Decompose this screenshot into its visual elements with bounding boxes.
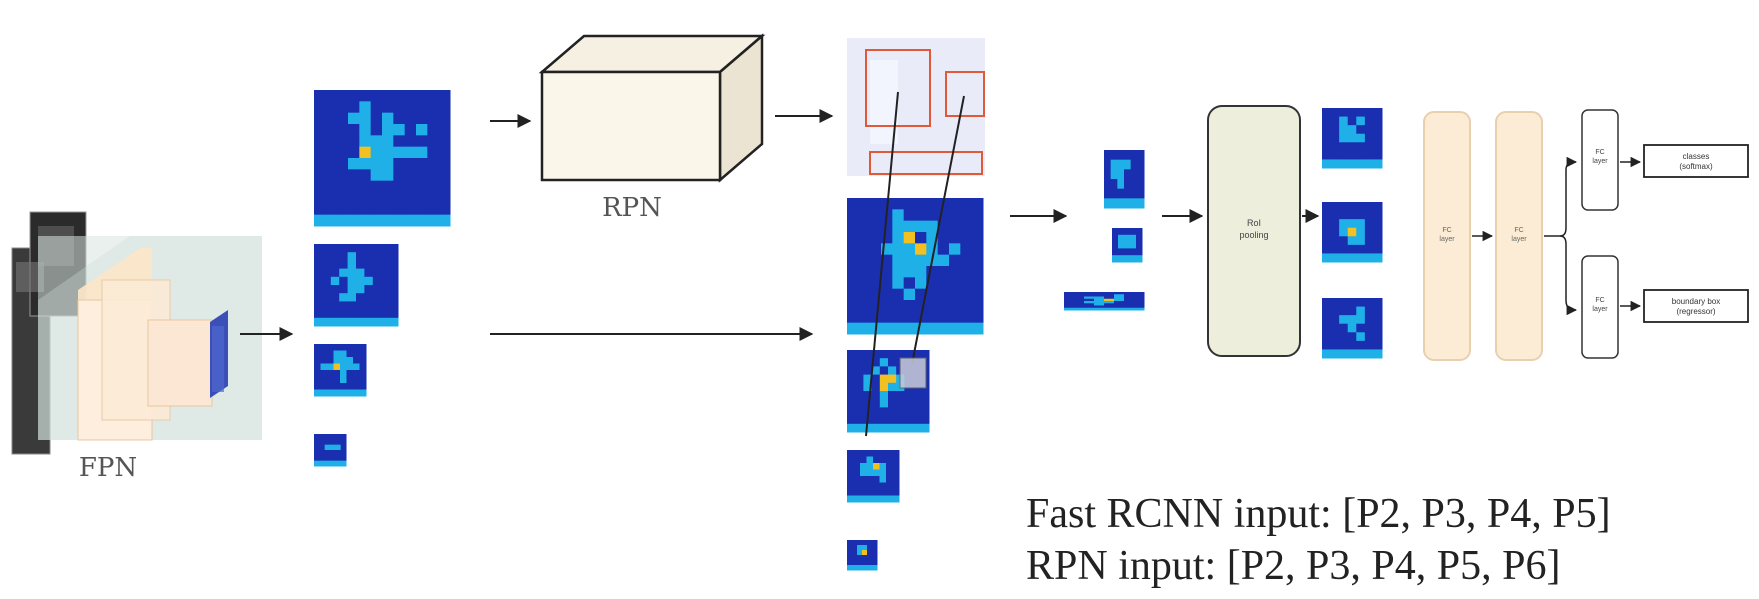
- fc-layer-bbox: [1581, 255, 1619, 359]
- pyramid-level-p5: [314, 434, 347, 467]
- bbox-output: [1643, 289, 1749, 323]
- rpn-input-text: RPN input: [P2, P3, P4, P5, P6]: [1026, 543, 1561, 589]
- roi-pooling-label-1: RoI: [1247, 218, 1261, 228]
- svg-text:boundary box: boundary box: [1672, 297, 1720, 306]
- svg-text:classes: classes: [1683, 152, 1710, 161]
- pooled-feature-3: [1322, 298, 1383, 359]
- roi-pooling-block: [1207, 105, 1301, 357]
- fc-layer-1: [1423, 111, 1471, 361]
- svg-text:FC: FC: [1442, 227, 1451, 234]
- roi-crop-1: [1104, 150, 1145, 209]
- svg-text:layer: layer: [1592, 306, 1608, 313]
- fpn-block-3: [147, 319, 213, 407]
- roi-crop-3: [1064, 292, 1145, 311]
- pyramid-level-p4: [314, 344, 367, 397]
- fpn-label: FPN: [79, 453, 137, 483]
- cropped-rois: [1064, 150, 1145, 311]
- feature-pyramid-left: [314, 90, 451, 467]
- proposal-box-3: [869, 151, 983, 175]
- roi-crop-2: [1112, 228, 1143, 263]
- rpn-label: RPN: [602, 193, 662, 223]
- proposal-box-1: [865, 49, 931, 127]
- pyramid-level-p3: [314, 244, 399, 327]
- pooled-feature-1: [1322, 108, 1383, 169]
- fc-layer-2: [1495, 111, 1543, 361]
- fpn-backbone: FPN: [11, 211, 262, 483]
- region-proposals: [847, 38, 985, 176]
- projection-line-2: [911, 95, 965, 365]
- pyramid-right-p5: [847, 540, 878, 571]
- svg-text:layer: layer: [1592, 158, 1608, 165]
- pyramid-level-p2: [314, 90, 451, 227]
- svg-text:FC: FC: [1595, 297, 1604, 304]
- pyramid-right-p4: [847, 450, 900, 503]
- svg-text:layer: layer: [1439, 236, 1455, 243]
- svg-text:FC: FC: [1595, 149, 1604, 156]
- pyramid-right-p2: [847, 198, 984, 335]
- projection-line-1: [865, 91, 899, 437]
- pooled-features: [1322, 108, 1383, 359]
- fc-layer-classes: [1581, 109, 1619, 211]
- svg-text:FC: FC: [1514, 227, 1523, 234]
- proposal-box-2: [945, 71, 985, 117]
- svg-text:(regressor): (regressor): [1676, 307, 1715, 316]
- rpn-box: [538, 33, 766, 183]
- svg-text:(softmax): (softmax): [1679, 162, 1713, 171]
- fast-rcnn-input-text: Fast RCNN input: [P2, P3, P4, P5]: [1026, 491, 1611, 537]
- pooled-feature-2: [1322, 202, 1383, 263]
- classes-output: [1643, 144, 1749, 178]
- roi-pooling-label-2: pooling: [1239, 230, 1268, 240]
- svg-text:layer: layer: [1511, 236, 1527, 243]
